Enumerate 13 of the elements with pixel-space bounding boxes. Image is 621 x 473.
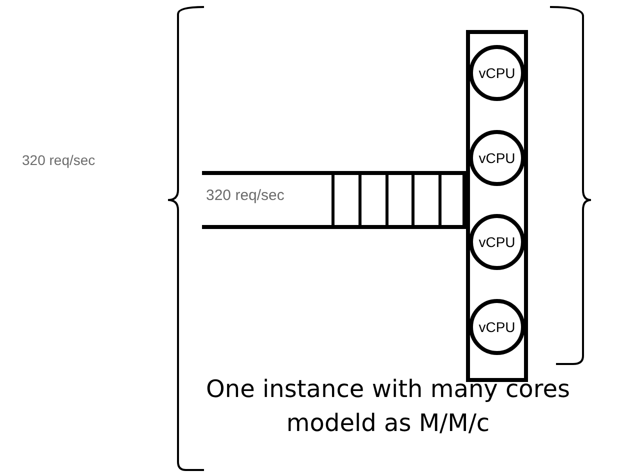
rate-label: 320 req/sec [206,187,284,204]
rate-label: 320 req/sec [22,152,96,168]
vcpu-label: vCPU [478,150,516,166]
vcpu-circle [469,45,525,101]
queue-box [202,171,468,229]
caption: One instance with many cores modeld as M/M/c [205,374,571,439]
vcpu-label: vCPU [478,234,516,250]
vcpu-label: vCPU [478,65,516,81]
vcpu-circle [469,214,525,270]
vcpu-label: vCPU [478,319,516,335]
vcpu-circle [469,299,525,355]
server-box [466,30,528,382]
vcpu-circle [469,130,525,186]
